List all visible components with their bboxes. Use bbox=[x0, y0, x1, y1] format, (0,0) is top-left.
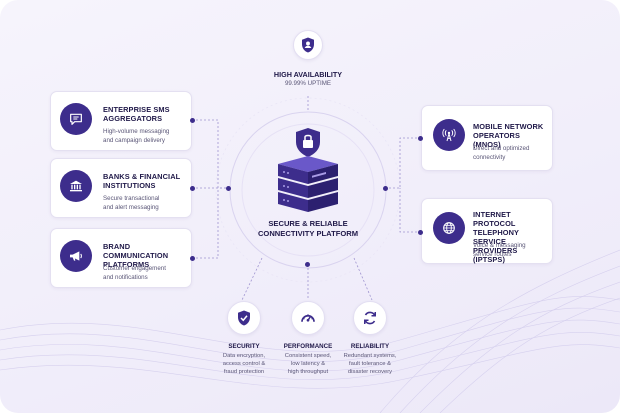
shield-user-icon bbox=[302, 37, 314, 53]
pillar-description: Redundant systems,fault tolerance &disas… bbox=[343, 353, 397, 375]
refresh-icon bbox=[364, 311, 376, 325]
pillar-title: PERFORMANCE bbox=[283, 343, 333, 350]
connector-dot bbox=[305, 262, 310, 267]
connector-dot bbox=[190, 256, 195, 261]
pillar-title: SECURITY bbox=[228, 343, 260, 350]
pillar-reliability: RELIABILITY Redundant systems,fault tole… bbox=[339, 301, 401, 376]
server-stack-icon bbox=[278, 128, 338, 212]
message-icon-wrap bbox=[60, 103, 92, 135]
shield-check-icon bbox=[238, 310, 250, 326]
pillar-performance: PERFORMANCE Consistent speed,low latency… bbox=[277, 301, 339, 376]
pillar-security: SECURITY Data encryption,access control … bbox=[213, 301, 275, 376]
pillar-description: Consistent speed,low latency &high throu… bbox=[284, 353, 332, 375]
megaphone-icon bbox=[70, 251, 82, 261]
connector-dot bbox=[383, 186, 388, 191]
bank-icon-wrap bbox=[60, 170, 92, 202]
reliability-icon-wrap bbox=[353, 301, 387, 335]
performance-icon-wrap bbox=[291, 301, 325, 335]
connector-dot bbox=[190, 118, 195, 123]
antenna-icon bbox=[442, 128, 456, 142]
pillar-title: RELIABILITY bbox=[350, 343, 390, 350]
message-icon bbox=[70, 113, 82, 125]
high-availability-icon-wrap bbox=[293, 30, 323, 60]
connector-dot bbox=[418, 230, 423, 235]
security-icon-wrap bbox=[227, 301, 261, 335]
high-availability-subtitle: 99.99% UPTIME bbox=[284, 80, 332, 87]
antenna-icon-wrap bbox=[433, 119, 465, 151]
speedometer-icon bbox=[301, 314, 315, 322]
connector-dot bbox=[190, 186, 195, 191]
globe-icon bbox=[443, 222, 455, 234]
center-title-line1: SECURE & RELIABLE bbox=[268, 219, 348, 228]
high-availability-title: HIGH AVAILABILITY bbox=[273, 70, 343, 79]
center-title-line2: CONNECTIVITY PLATFORM bbox=[257, 229, 359, 238]
connector-dot bbox=[226, 186, 231, 191]
pillar-description: Data encryption,access control &fraud pr… bbox=[222, 353, 266, 375]
connector-dot bbox=[418, 136, 423, 141]
bank-icon bbox=[70, 180, 82, 192]
megaphone-icon-wrap bbox=[60, 240, 92, 272]
globe-icon-wrap bbox=[433, 212, 465, 244]
